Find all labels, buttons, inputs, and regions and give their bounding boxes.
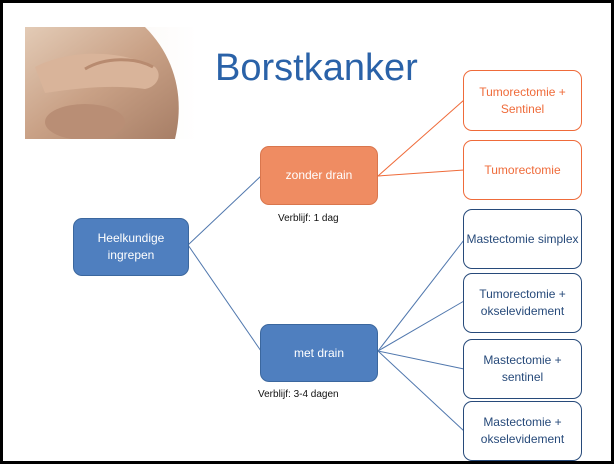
leaf-node-label: Tumorectomie + Sentinel [479,84,566,116]
connector-line [377,99,465,177]
leaf-node: Mastectomie + okselevidement [463,401,582,461]
leaf-node-label: Tumorectomie + okselevidement [479,287,566,318]
connector-line [377,300,465,352]
connector-line [377,350,465,370]
slide: Borstkanker Heelkundige ingrepen zonder … [3,3,611,461]
leaf-node-label: Mastectomie simplex [466,231,579,246]
root-node-label: Heelkundige ingrepen [97,231,165,262]
leaf-node: Tumorectomie [463,140,582,200]
branch-caption: Verblijf: 3-4 dagen [258,389,339,400]
branch-node-zonder-drain: zonder drain [260,146,378,205]
branch-node-label: met drain [293,345,345,360]
connector-line [187,175,262,246]
photo-image [25,27,197,139]
leaf-node: Tumorectomie + Sentinel [463,70,582,131]
connector-line [377,350,465,432]
branch-node-label: zonder drain [285,168,353,182]
leaf-node-label: Mastectomie + okselevidement [480,415,565,446]
leaf-node-label: Mastectomie + sentinel [483,353,562,384]
slide-title: Borstkanker [215,47,418,89]
connector-line [377,239,465,352]
leaf-node: Mastectomie simplex [463,209,582,269]
leaf-node-label: Tumorectomie [484,162,561,177]
connector-line [377,169,465,177]
connector-lines [187,99,465,432]
connector-line [187,244,262,352]
leaf-node: Mastectomie + sentinel [463,339,582,399]
branch-caption: Verblijf: 1 dag [278,213,339,224]
leaf-node: Tumorectomie + okselevidement [463,273,582,333]
root-node: Heelkundige ingrepen [73,218,189,276]
branch-node-met-drain: met drain [260,324,378,382]
